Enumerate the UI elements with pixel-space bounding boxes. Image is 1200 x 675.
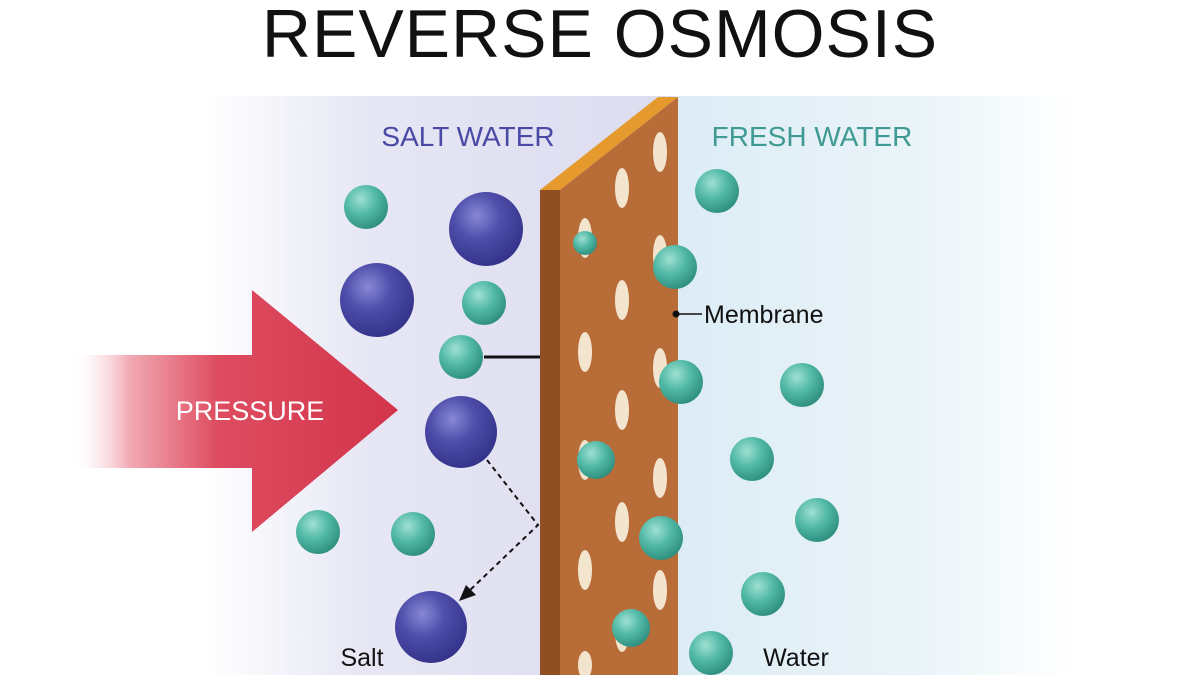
membrane-side-edge	[540, 190, 560, 675]
water-label: Water	[763, 644, 829, 672]
water-particle	[653, 245, 697, 289]
membrane	[540, 97, 678, 675]
water-particle	[689, 631, 733, 675]
salt-particle	[449, 192, 523, 266]
water-particle	[730, 437, 774, 481]
water-particle	[462, 281, 506, 325]
membrane-label: Membrane	[704, 301, 824, 329]
pressure-arrow: PRESSURE	[70, 290, 398, 532]
water-particle	[573, 231, 597, 255]
salt-side-particles	[296, 185, 523, 663]
water-particle	[391, 512, 435, 556]
salt-water-label: SALT WATER	[381, 121, 554, 152]
diagram-title: REVERSE OSMOSIS	[261, 0, 939, 72]
salt-label: Salt	[340, 644, 383, 672]
membrane-particles	[573, 231, 703, 647]
salt-reject-arrowhead	[459, 585, 476, 601]
water-particle	[439, 335, 483, 379]
water-particle	[344, 185, 388, 229]
water-particle	[612, 609, 650, 647]
water-particle	[780, 363, 824, 407]
water-particle	[659, 360, 703, 404]
water-particle	[639, 516, 683, 560]
water-particle	[695, 169, 739, 213]
membrane-callout: Membrane	[672, 301, 824, 329]
salt-particle	[425, 396, 497, 468]
salt-reject-arrow	[467, 459, 540, 593]
fresh-water-label: FRESH WATER	[712, 121, 913, 152]
water-particle	[741, 572, 785, 616]
membrane-top-edge	[540, 97, 678, 190]
salt-particle	[395, 591, 467, 663]
water-particle	[577, 441, 615, 479]
water-particle	[296, 510, 340, 554]
salt-particle	[340, 263, 414, 337]
fresh-side-particles	[689, 169, 839, 675]
fresh-water-region	[675, 96, 1075, 675]
pressure-label: PRESSURE	[176, 396, 325, 426]
water-particle	[795, 498, 839, 542]
